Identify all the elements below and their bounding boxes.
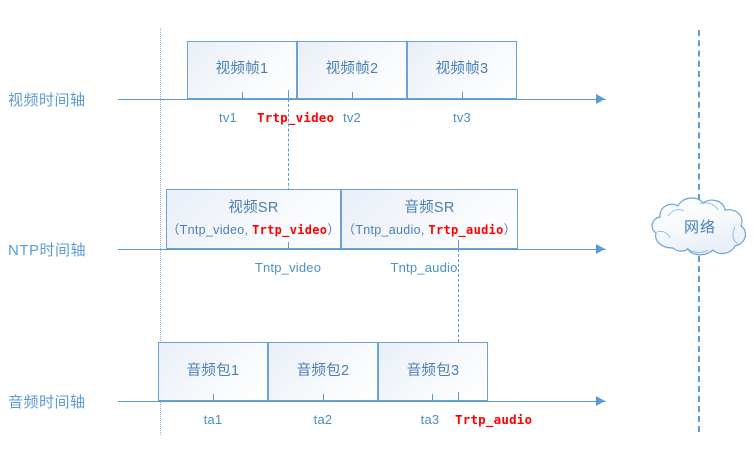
video-frame-box-2-title: 视频帧2 (325, 61, 379, 78)
video-frame-box-1: 视频帧1 (187, 41, 297, 99)
ntp-audio-sr-sub-red: Trtp_audio (428, 222, 504, 237)
video-tick-trtp-video (288, 90, 289, 100)
ntp-timeline-axis-arrowhead (596, 243, 605, 254)
origin-reference-dotted-line (160, 28, 161, 435)
audio-tick-label-ta2: ta2 (313, 412, 333, 427)
audio-tick-ta1 (213, 394, 214, 402)
audio-packet-box-1-title: 音频包1 (186, 362, 240, 379)
audio-tick-label-ta3: ta3 (420, 412, 440, 427)
video-tick-tv3 (462, 92, 463, 100)
ntp-video-sr-subtitle: （Tntp_video, Trtp_video） (167, 222, 340, 239)
audio-timeline-axis-arrowhead (596, 395, 605, 406)
ntp-video-sr-sub-red: Trtp_video (252, 222, 328, 237)
ntp-tick-tntp-audio (458, 240, 459, 250)
audio-timeline-axis-label: 音频时间轴 (8, 394, 86, 411)
video-tick-label-trtp-video: Trtp_video (257, 110, 335, 125)
trtp-audio-dashed-guide (458, 249, 459, 402)
audio-tick-label-ta1: ta1 (203, 412, 223, 427)
video-tick-tv1 (242, 92, 243, 100)
video-tick-label-tv3: tv3 (453, 110, 471, 125)
video-timeline-axis (118, 99, 606, 100)
video-timeline-axis-label: 视频时间轴 (8, 92, 86, 109)
video-tick-tv2 (352, 92, 353, 100)
video-frame-box-1-title: 视频帧1 (215, 61, 269, 78)
ntp-audio-sr-sub-close: ） (503, 222, 517, 237)
ntp-video-sr-sub-open: （Tntp_video, (166, 222, 253, 237)
ntp-tick-label-tntp-audio: Tntp_audio (390, 260, 458, 275)
ntp-tick-tntp-video (288, 242, 289, 250)
audio-packet-box-3: 音频包3 (378, 342, 488, 401)
video-frame-box-3: 视频帧3 (407, 41, 517, 99)
audio-tick-trtp-audio (458, 392, 459, 402)
audio-tick-ta2 (323, 394, 324, 402)
ntp-audio-sr-sub-open: （Tntp_audio, (342, 222, 429, 237)
network-boundary-dashed-line-bottom (698, 256, 700, 432)
audio-tick-ta3 (432, 394, 433, 402)
video-timeline-axis-arrowhead (596, 93, 605, 104)
video-tick-label-tv1: tv1 (219, 110, 237, 125)
ntp-tick-label-tntp-video: Tntp_video (254, 260, 322, 275)
ntp-video-sr-title: 视频SR (228, 200, 279, 217)
audio-packet-box-1: 音频包1 (158, 342, 268, 401)
trtp-video-dashed-guide (288, 99, 289, 250)
video-tick-label-tv2: tv2 (343, 110, 361, 125)
ntp-timeline-axis (118, 249, 606, 250)
ntp-audio-sr-title: 音频SR (404, 200, 455, 217)
audio-packet-box-3-title: 音频包3 (406, 362, 460, 379)
video-frame-box-3-title: 视频帧3 (435, 61, 489, 78)
audio-timeline-axis (118, 401, 606, 402)
ntp-video-sr-sub-close: ） (327, 222, 341, 237)
network-cloud: 网络 (645, 192, 755, 262)
video-frame-box-2: 视频帧2 (297, 41, 407, 99)
audio-tick-label-trtp-audio: Trtp_audio (455, 412, 533, 427)
ntp-audio-sr-subtitle: （Tntp_audio, Trtp_audio） (343, 222, 517, 239)
ntp-video-sr-box: 视频SR （Tntp_video, Trtp_video） (166, 189, 341, 249)
network-boundary-dashed-line-top (698, 30, 700, 200)
audio-packet-box-2: 音频包2 (268, 342, 378, 401)
cloud-icon (651, 197, 747, 256)
network-cloud-label: 网络 (683, 219, 716, 236)
ntp-audio-sr-box: 音频SR （Tntp_audio, Trtp_audio） (341, 189, 518, 249)
ntp-timeline-axis-label: NTP时间轴 (8, 242, 87, 259)
audio-packet-box-2-title: 音频包2 (296, 362, 350, 379)
